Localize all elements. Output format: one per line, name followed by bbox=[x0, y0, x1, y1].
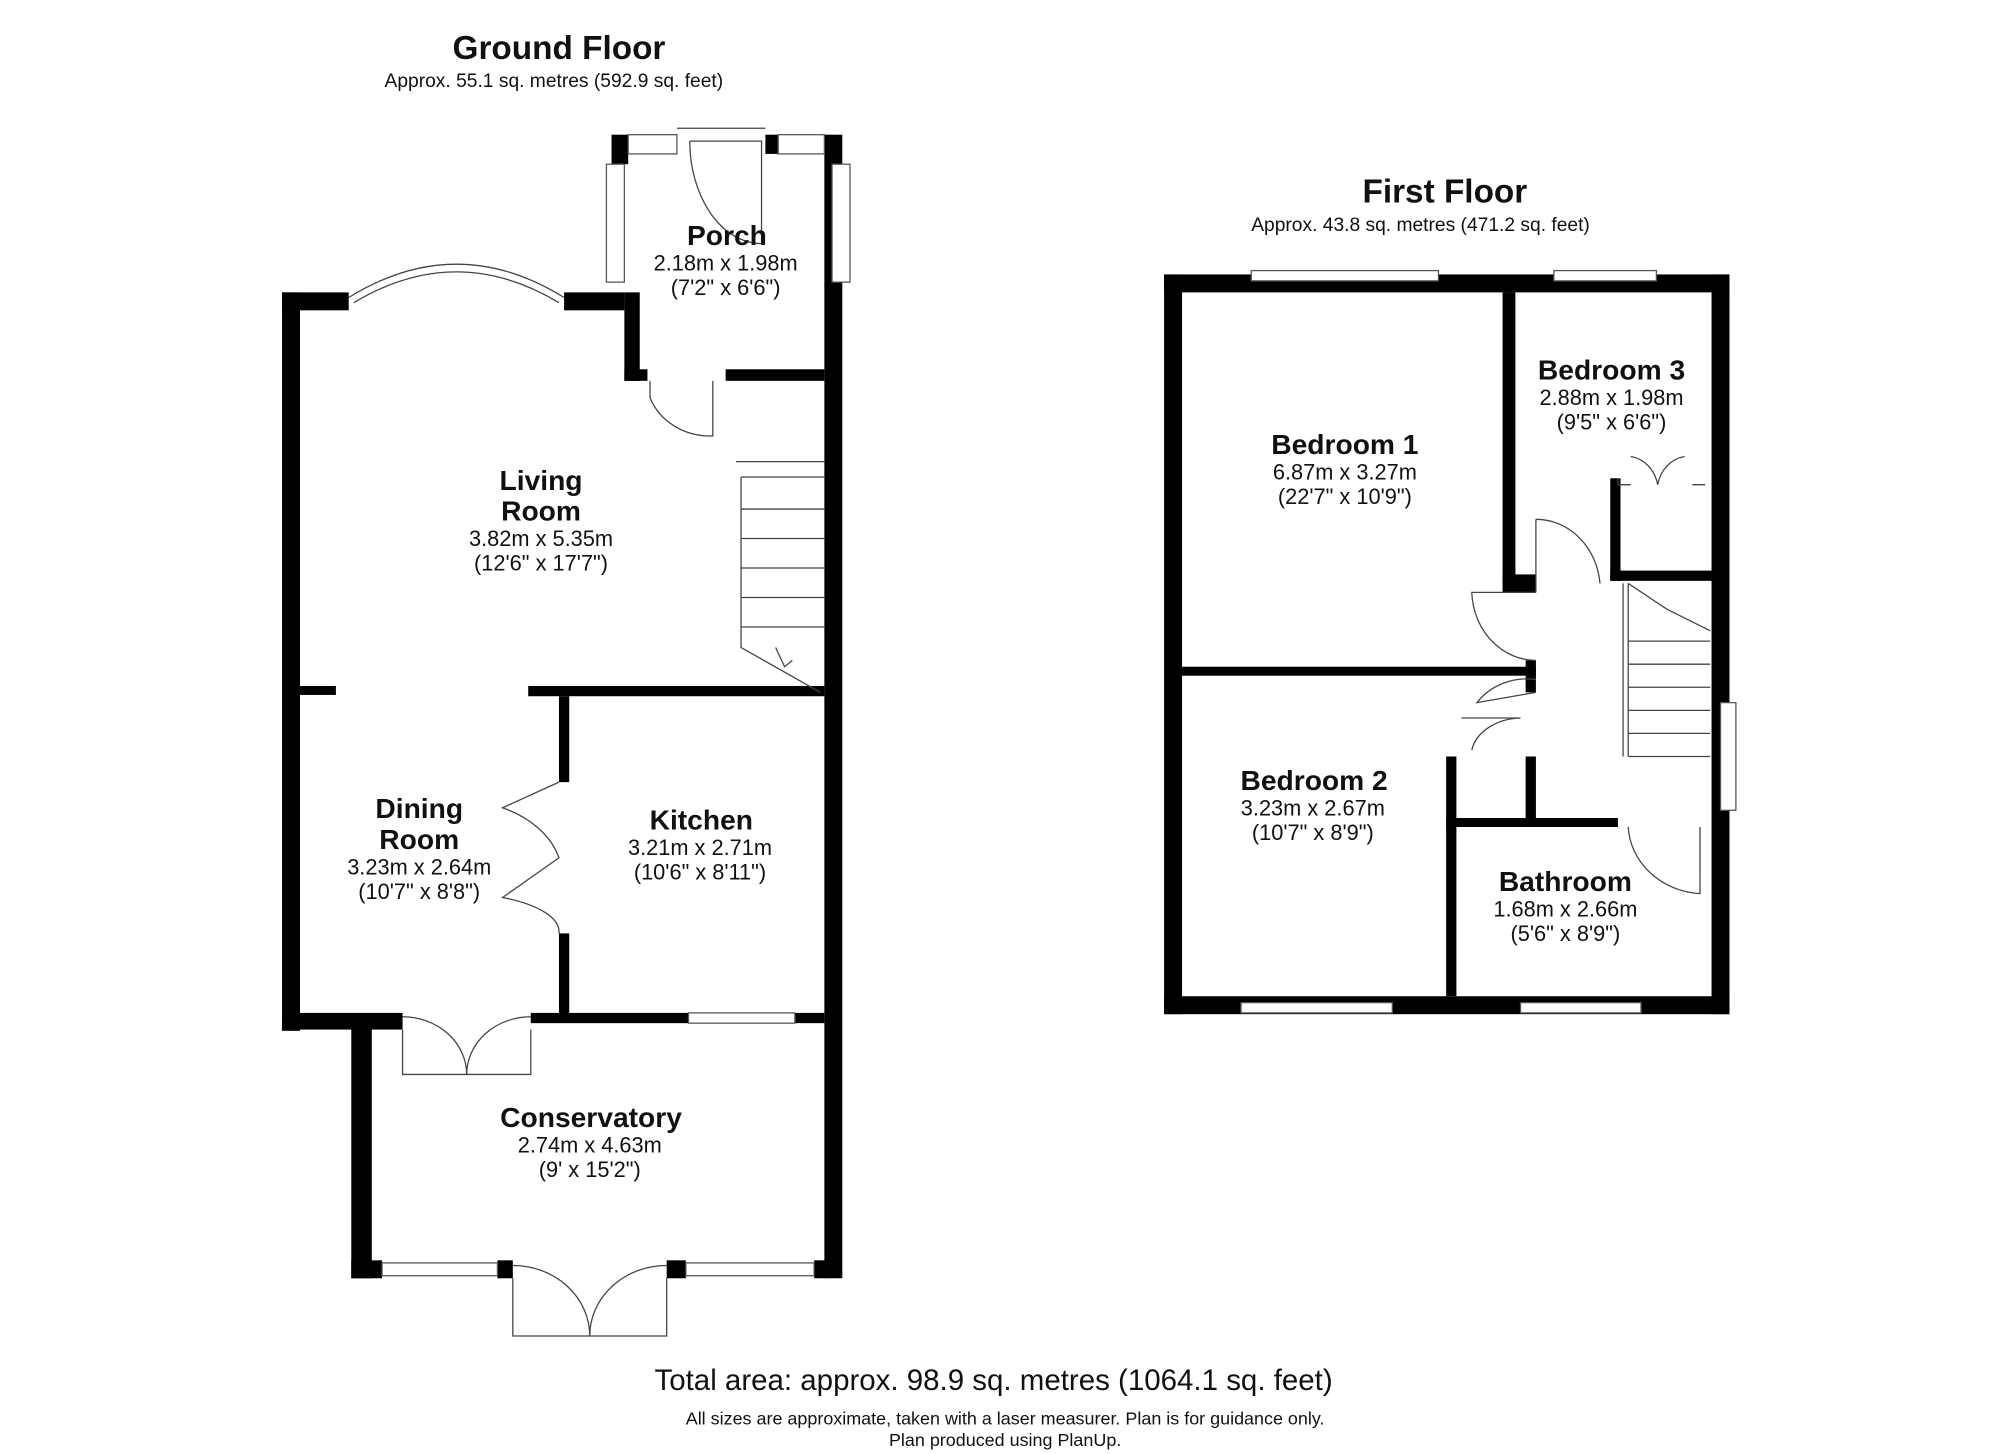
ground-floor-stairs bbox=[735, 460, 825, 693]
first-floor-windows bbox=[1240, 269, 1737, 1014]
first-floor-doors bbox=[1461, 455, 1706, 895]
first-floor-stairs bbox=[1622, 582, 1711, 758]
room-porch: Porch 2.18m x 1.98m (7'2" x 6'6") bbox=[654, 219, 798, 300]
svg-text:2.18m x 1.98m: 2.18m x 1.98m bbox=[654, 251, 798, 276]
svg-text:2.88m x 1.98m: 2.88m x 1.98m bbox=[1539, 385, 1683, 410]
svg-text:Living: Living bbox=[500, 464, 583, 496]
ground-floor-area: Approx. 55.1 sq. metres (592.9 sq. feet) bbox=[385, 71, 724, 92]
room-conservatory: Conservatory 2.74m x 4.63m (9' x 15'2") bbox=[500, 1101, 682, 1182]
first-floor-title: First Floor bbox=[1362, 174, 1527, 211]
svg-text:Dining: Dining bbox=[375, 792, 463, 824]
svg-text:(5'6" x 8'9"): (5'6" x 8'9") bbox=[1511, 921, 1621, 946]
svg-text:Room: Room bbox=[501, 495, 581, 527]
svg-text:6.87m x 3.27m: 6.87m x 3.27m bbox=[1273, 460, 1417, 485]
room-bathroom: Bathroom 1.68m x 2.66m (5'6" x 8'9") bbox=[1493, 865, 1637, 946]
ground-floor-title: Ground Floor bbox=[453, 30, 666, 67]
credit: Plan produced using PlanUp. bbox=[889, 1430, 1121, 1450]
room-living-room: Living Room 3.82m x 5.35m (12'6" x 17'7"… bbox=[469, 464, 613, 576]
svg-text:Bedroom 1: Bedroom 1 bbox=[1271, 428, 1418, 460]
svg-text:1.68m x 2.66m: 1.68m x 2.66m bbox=[1493, 897, 1637, 922]
svg-text:(10'7" x 8'8"): (10'7" x 8'8") bbox=[358, 879, 480, 904]
svg-text:(12'6" x 17'7"): (12'6" x 17'7") bbox=[474, 551, 608, 576]
svg-text:Bedroom 3: Bedroom 3 bbox=[1538, 354, 1685, 386]
ground-floor-windows bbox=[348, 134, 851, 1277]
svg-text:(9' x 15'2"): (9' x 15'2") bbox=[539, 1157, 641, 1182]
room-kitchen: Kitchen 3.21m x 2.71m (10'6" x 8'11") bbox=[628, 804, 772, 885]
svg-text:(9'5" x 6'6"): (9'5" x 6'6") bbox=[1557, 410, 1667, 435]
svg-text:(10'6" x 8'11"): (10'6" x 8'11") bbox=[634, 860, 766, 885]
svg-text:Room: Room bbox=[379, 823, 459, 855]
ground-floor-doors bbox=[401, 127, 766, 1337]
svg-text:Porch: Porch bbox=[687, 219, 767, 251]
svg-text:3.23m x 2.67m: 3.23m x 2.67m bbox=[1241, 795, 1385, 820]
first-floor-area: Approx. 43.8 sq. metres (471.2 sq. feet) bbox=[1251, 215, 1590, 236]
svg-text:Bathroom: Bathroom bbox=[1499, 865, 1632, 897]
svg-text:3.82m x 5.35m: 3.82m x 5.35m bbox=[469, 526, 613, 551]
svg-text:3.21m x 2.71m: 3.21m x 2.71m bbox=[628, 835, 772, 860]
room-bedroom-1: Bedroom 1 6.87m x 3.27m (22'7" x 10'9") bbox=[1271, 428, 1418, 509]
room-bedroom-3: Bedroom 3 2.88m x 1.98m (9'5" x 6'6") bbox=[1538, 354, 1685, 435]
svg-text:(7'2" x 6'6"): (7'2" x 6'6") bbox=[671, 275, 781, 300]
svg-text:Conservatory: Conservatory bbox=[500, 1101, 682, 1133]
svg-text:3.23m x 2.64m: 3.23m x 2.64m bbox=[347, 854, 491, 879]
svg-text:Kitchen: Kitchen bbox=[650, 804, 753, 836]
total-area: Total area: approx. 98.9 sq. metres (106… bbox=[655, 1364, 1333, 1397]
svg-text:(22'7" x 10'9"): (22'7" x 10'9") bbox=[1278, 484, 1412, 509]
svg-text:2.74m x 4.63m: 2.74m x 4.63m bbox=[518, 1133, 662, 1158]
disclaimer: All sizes are approximate, taken with a … bbox=[686, 1408, 1325, 1428]
room-bedroom-2: Bedroom 2 3.23m x 2.67m (10'7" x 8'9") bbox=[1240, 764, 1387, 845]
ground-floor-walls bbox=[282, 134, 843, 1279]
svg-text:(10'7" x 8'9"): (10'7" x 8'9") bbox=[1252, 820, 1374, 845]
svg-text:Bedroom 2: Bedroom 2 bbox=[1240, 764, 1387, 796]
room-dining-room: Dining Room 3.23m x 2.64m (10'7" x 8'8") bbox=[347, 792, 491, 904]
